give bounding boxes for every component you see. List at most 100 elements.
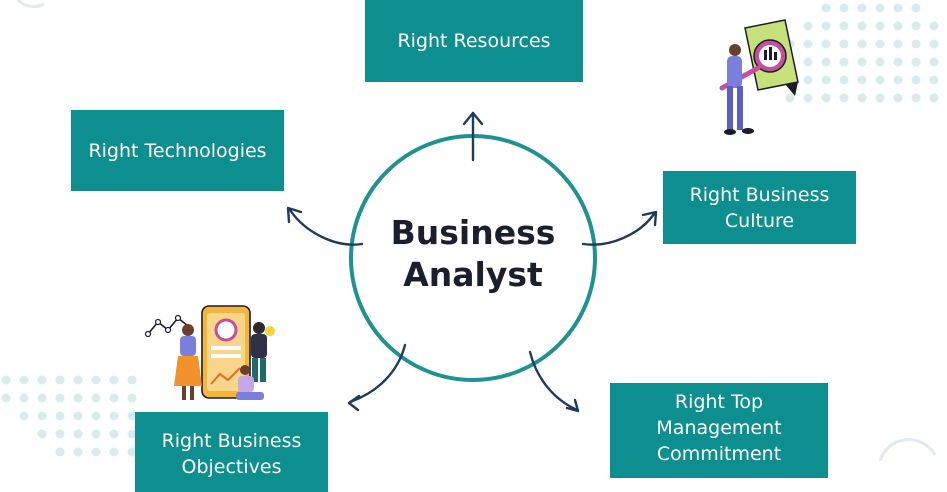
decor-dot: [127, 393, 137, 403]
node-right-resources: Right Resources: [365, 0, 583, 82]
arrow-to-technologies: [286, 206, 364, 246]
decor-dot: [821, 3, 831, 13]
arrow-to-culture: [581, 210, 658, 246]
node-label-line: Culture: [724, 209, 795, 232]
decor-dot: [91, 393, 101, 403]
decor-dot: [911, 21, 921, 31]
decor-dot: [875, 57, 885, 67]
decor-dot: [55, 411, 65, 421]
decor-dot: [839, 93, 849, 103]
node-right-business-culture: Right Business Culture: [663, 171, 856, 244]
decor-dot: [857, 75, 867, 85]
decor-dot: [911, 39, 921, 49]
decor-dot: [127, 411, 137, 421]
decor-dot: [893, 3, 903, 13]
decor-dot: [893, 39, 903, 49]
decor-dot: [821, 57, 831, 67]
decor-dot: [821, 75, 831, 85]
decor-dot: [929, 57, 939, 67]
node-label-line: Right Top: [674, 391, 764, 413]
decor-dot: [893, 75, 903, 85]
decor-dot: [803, 93, 813, 103]
dot-pattern-bottom-left: [1, 375, 137, 457]
decor-dot: [37, 411, 47, 421]
decor-dot: [55, 429, 65, 439]
node-right-top-management-commitment: Right Top Management Commitment: [610, 383, 828, 478]
decor-dot: [857, 21, 867, 31]
decor-dot: [109, 375, 119, 385]
decor-dot: [875, 93, 885, 103]
decor-dot: [821, 93, 831, 103]
decor-dot: [73, 393, 83, 403]
decor-dot: [37, 393, 47, 403]
decor-dot: [127, 375, 137, 385]
arrow-to-objectives: [347, 343, 407, 412]
corner-arc-top-left: [16, 0, 45, 9]
decor-dot: [109, 411, 119, 421]
arrow-to-commitment: [528, 350, 580, 413]
decor-dot: [839, 75, 849, 85]
decor-dot: [127, 447, 137, 457]
decor-dot: [803, 21, 813, 31]
decor-dot: [875, 75, 885, 85]
decor-dot: [875, 3, 885, 13]
decor-dot: [821, 39, 831, 49]
decor-dot: [127, 429, 137, 439]
node-label-line: Right Business: [689, 183, 830, 206]
phone-dashboard-team-icon: [144, 305, 275, 400]
decor-dot: [821, 21, 831, 31]
decor-dot: [911, 3, 921, 13]
decor-dot: [911, 75, 921, 85]
decor-dot: [91, 411, 101, 421]
decor-dot: [893, 93, 903, 103]
center-title-line-1: Business: [390, 213, 556, 252]
node-label-line: Right Business: [161, 430, 302, 452]
decor-dot: [55, 375, 65, 385]
decor-dot: [73, 429, 83, 439]
decor-dot: [911, 57, 921, 67]
decor-dot: [857, 39, 867, 49]
decor-dot: [857, 93, 867, 103]
decor-dot: [857, 57, 867, 67]
decor-dot: [839, 21, 849, 31]
node-label-line: Right Resources: [397, 30, 551, 52]
decor-dot: [803, 57, 813, 67]
dot-pattern-top-right: [785, 3, 939, 103]
corner-arc-bottom-right: [878, 438, 937, 461]
decor-dot: [109, 429, 119, 439]
node-label-line: Management: [656, 417, 782, 439]
decor-dot: [73, 375, 83, 385]
decor-dot: [803, 39, 813, 49]
decor-dot: [91, 375, 101, 385]
decor-dot: [19, 393, 29, 403]
center-title: Business Analyst: [362, 212, 584, 296]
decor-dot: [1, 375, 11, 385]
decor-dot: [1, 393, 11, 403]
decor-dot: [19, 375, 29, 385]
decor-dot: [91, 429, 101, 439]
node-label-line: Commitment: [656, 443, 782, 465]
decor-dot: [37, 375, 47, 385]
node-right-technologies: Right Technologies: [71, 110, 284, 191]
decor-dot: [893, 57, 903, 67]
decor-dot: [929, 21, 939, 31]
decor-dot: [893, 21, 903, 31]
decor-dot: [19, 411, 29, 421]
decor-dot: [803, 75, 813, 85]
decor-dot: [911, 93, 921, 103]
decor-dot: [91, 447, 101, 457]
decor-dot: [857, 3, 867, 13]
arrow-to-resources: [462, 111, 484, 162]
decor-dot: [929, 39, 939, 49]
decor-dot: [109, 393, 119, 403]
decor-dot: [73, 411, 83, 421]
center-title-line-2: Analyst: [403, 255, 543, 294]
decor-dot: [37, 429, 47, 439]
decor-dot: [785, 93, 795, 103]
decor-dot: [929, 93, 939, 103]
decor-dot: [73, 447, 83, 457]
decor-dot: [929, 75, 939, 85]
person-with-magnifier-report-icon: [719, 19, 799, 135]
node-right-business-objectives: Right Business Objectives: [135, 412, 328, 492]
